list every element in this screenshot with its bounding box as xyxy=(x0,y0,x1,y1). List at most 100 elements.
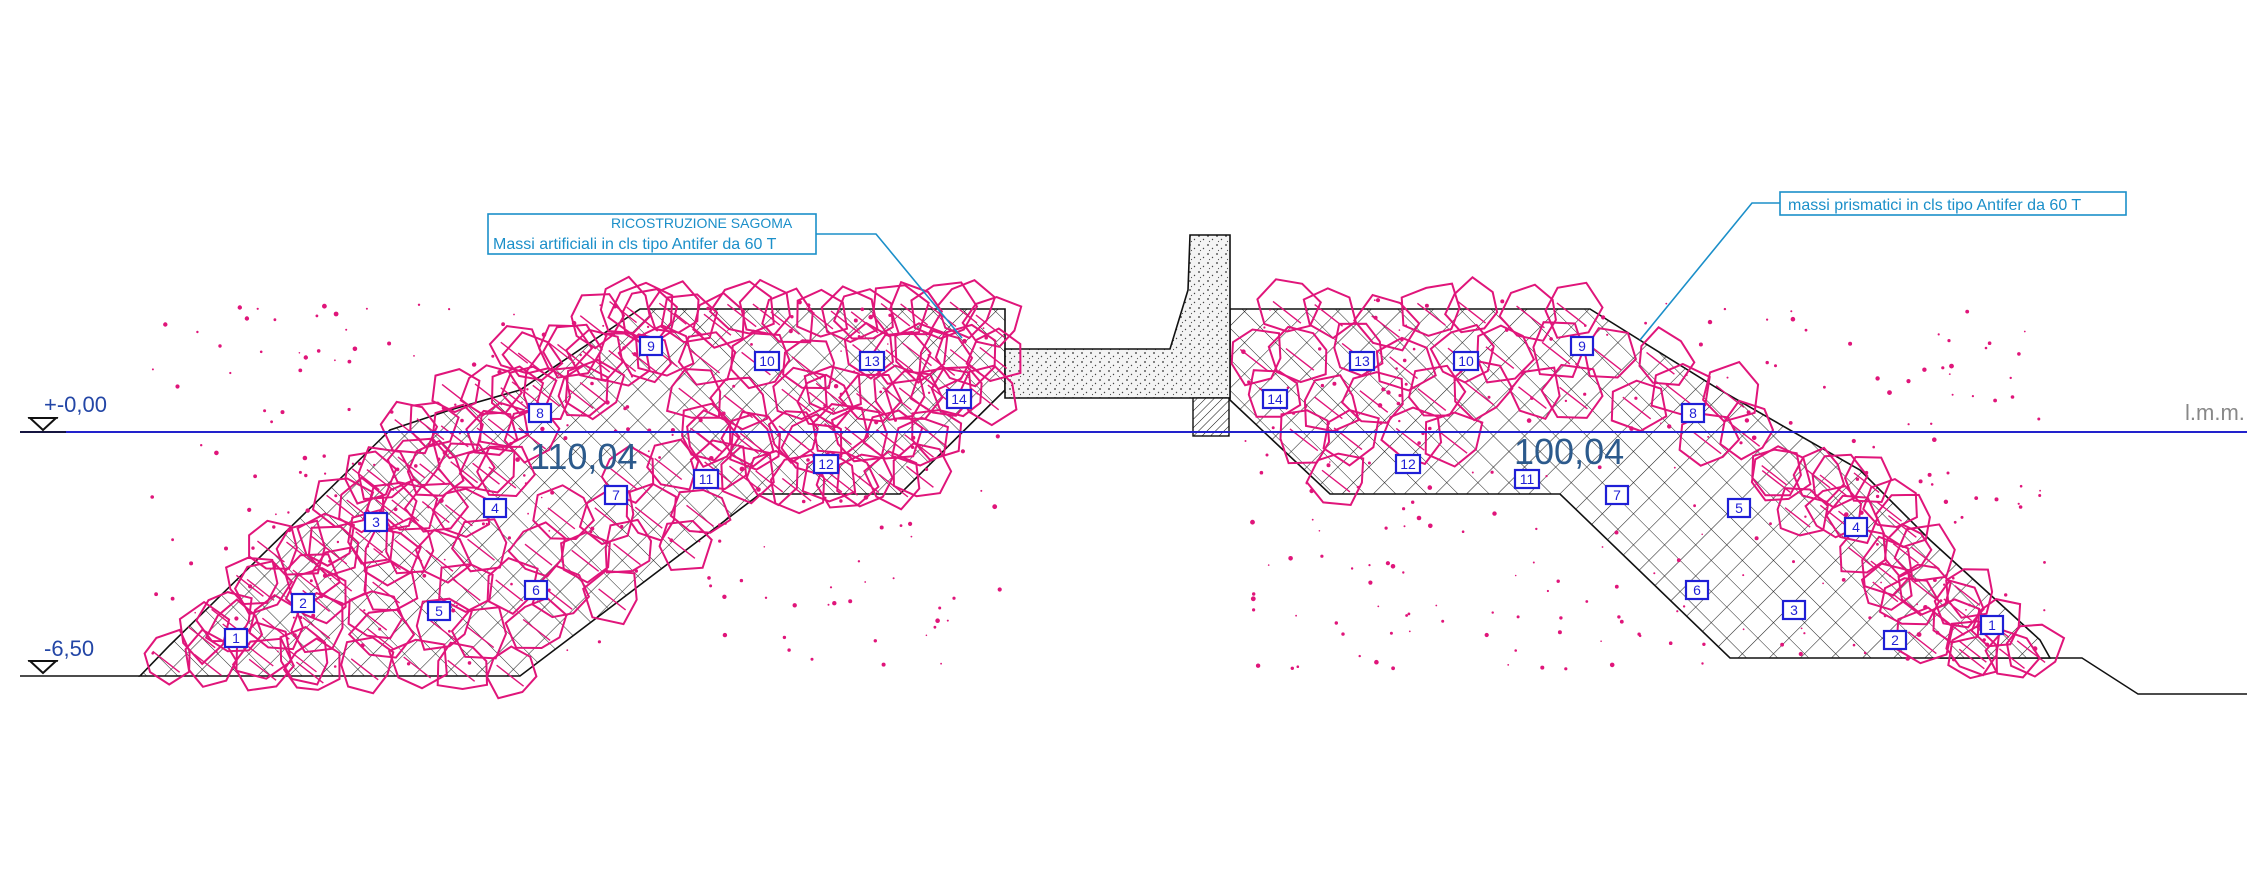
block-speck xyxy=(1411,500,1415,504)
block-number-tag: 1 xyxy=(1979,614,2005,636)
block-speck xyxy=(1769,522,1772,526)
block-speck xyxy=(1492,511,1497,516)
block-speck xyxy=(1774,364,1777,368)
antifer-block xyxy=(431,403,484,460)
block-speck xyxy=(1707,435,1710,438)
block-number-label: 2 xyxy=(1891,632,1899,648)
block-speck xyxy=(1822,582,1824,585)
block-speck xyxy=(1933,578,1937,582)
block-speck xyxy=(1384,526,1388,530)
block-speck xyxy=(515,457,520,462)
block-speck xyxy=(1751,435,1757,441)
antifer-block xyxy=(1333,322,1384,377)
block-speck xyxy=(302,455,308,461)
block-speck xyxy=(441,406,446,411)
antifer-block-edge xyxy=(1804,467,1831,489)
antifer-block xyxy=(1353,293,1421,352)
antifer-block-edge xyxy=(1819,474,1849,498)
antifer-block xyxy=(560,531,611,584)
block-speck xyxy=(1868,616,1872,620)
antifer-block-edge xyxy=(1457,300,1486,324)
block-speck xyxy=(1391,666,1395,671)
antifer-block xyxy=(1776,487,1829,537)
block-speck xyxy=(1948,373,1951,375)
block-speck xyxy=(571,320,577,326)
antifer-block xyxy=(801,450,857,503)
block-speck xyxy=(1373,299,1376,302)
block-speck xyxy=(438,498,444,503)
block-speck xyxy=(1937,333,1940,336)
block-speck xyxy=(322,573,328,578)
block-number-tag: 8 xyxy=(527,402,553,424)
antifer-block-edge xyxy=(582,350,611,373)
antifer-block xyxy=(911,408,963,461)
antifer-block xyxy=(1498,283,1557,342)
antifer-block-edge xyxy=(1592,347,1622,371)
antifer-block-edge xyxy=(634,506,663,529)
antifer-block-edge xyxy=(1389,356,1418,380)
block-number-box xyxy=(1882,629,1908,651)
block-speck xyxy=(1922,367,1927,372)
block-number-label: 12 xyxy=(1400,456,1416,472)
block-speck xyxy=(521,401,523,403)
block-number-box xyxy=(638,335,664,357)
block-number-tag: 2 xyxy=(290,592,316,614)
block-speck xyxy=(1918,479,1923,484)
block-speck xyxy=(1546,589,1549,593)
antifer-block-edge xyxy=(598,588,627,611)
block-speck xyxy=(952,596,956,600)
block-speck xyxy=(722,594,727,599)
antifer-block xyxy=(459,364,524,416)
block-speck xyxy=(1960,515,1964,519)
antifer-block xyxy=(918,329,974,391)
block-speck xyxy=(451,608,456,613)
block-speck xyxy=(1739,441,1743,445)
antifer-block xyxy=(894,322,949,384)
block-number-label: 11 xyxy=(699,471,714,487)
block-speck xyxy=(448,629,451,633)
block-speck xyxy=(1244,440,1247,442)
block-speck xyxy=(387,341,392,346)
block-speck xyxy=(1265,453,1269,457)
block-speck xyxy=(454,403,457,406)
block-speck xyxy=(414,464,418,468)
block-speck xyxy=(2038,494,2042,497)
block-speck xyxy=(526,388,529,391)
antifer-block-edge xyxy=(1954,585,1981,606)
block-number-label: 6 xyxy=(1693,582,1701,598)
antifer-block xyxy=(248,519,298,570)
block-speck xyxy=(739,466,745,472)
block-number-tag: 6 xyxy=(1684,579,1710,601)
block-speck xyxy=(334,359,336,362)
antifer-block-edge xyxy=(302,616,331,640)
block-speck xyxy=(940,662,942,665)
antifer-block-edge xyxy=(1438,430,1468,454)
antifer-block xyxy=(1893,523,1956,583)
block-speck xyxy=(1984,346,1988,350)
antifer-block-edge xyxy=(876,428,905,452)
block-number-tag: 11 xyxy=(692,468,720,490)
block-number-label: 5 xyxy=(1735,500,1743,516)
antifer-block-edge xyxy=(631,352,660,375)
antifer-block-edge xyxy=(791,356,822,380)
antifer-block xyxy=(892,442,953,498)
block-speck xyxy=(1987,341,1992,346)
antifer-block-edge xyxy=(949,348,980,373)
block-number-box xyxy=(426,600,452,622)
block-speck xyxy=(1935,630,1940,635)
block-speck xyxy=(421,571,424,574)
block-speck xyxy=(1701,533,1703,536)
block-speck xyxy=(1374,659,1379,665)
block-speck xyxy=(1269,309,1271,311)
antifer-block xyxy=(485,645,538,700)
block-number-tag: 2 xyxy=(1882,629,1908,651)
block-speck xyxy=(1435,604,1438,607)
block-number-tag: 3 xyxy=(363,511,389,533)
block-speck xyxy=(1403,525,1406,528)
block-speck xyxy=(1377,605,1380,608)
block-speck xyxy=(1900,598,1903,601)
block-number-label: 9 xyxy=(1578,338,1586,354)
block-speck xyxy=(334,494,338,498)
antifer-block xyxy=(891,416,950,467)
block-speck xyxy=(1504,396,1506,398)
